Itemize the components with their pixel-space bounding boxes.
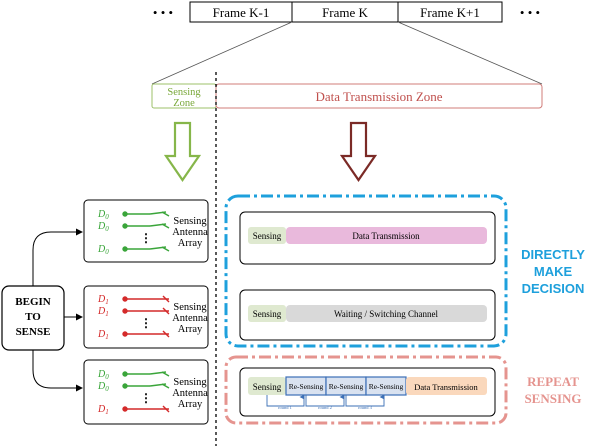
round-2-label: round 2 xyxy=(318,405,332,410)
antenna-switch-1a xyxy=(122,211,170,217)
antenna-array-label-1a: Sensing xyxy=(173,216,207,227)
antenna-array-box-3: D0 D0 D1 ⋮ Sensing Antenna Array xyxy=(83,359,209,425)
antenna-label-1c: D0 xyxy=(97,244,109,256)
row2-sensing-bar xyxy=(248,305,286,322)
sensing-zone-label-2: Zone xyxy=(173,98,195,109)
row2-sensing-label: Sensing xyxy=(253,309,282,319)
antenna-switch-1c xyxy=(122,246,170,252)
antenna-switch-3b xyxy=(122,383,170,389)
frame-next-cell xyxy=(397,1,503,23)
antenna-switch-2b xyxy=(122,307,170,315)
frame-ellipsis-left: • • • xyxy=(153,5,173,20)
direct-decision-group xyxy=(224,194,508,348)
antenna-switch-2c xyxy=(122,330,170,338)
begin-label-3: SENSE xyxy=(16,326,51,338)
begin-to-sense-box: BEGIN TO SENSE xyxy=(1,285,65,351)
frame-bar: • • • Frame K-1 Frame K Frame K+1 • • • xyxy=(153,1,540,23)
antenna-switch-3c xyxy=(122,405,170,413)
round-2-connector xyxy=(305,394,345,407)
repeat-sensing-label-1: REPEAT xyxy=(527,374,579,389)
zoom-line-left xyxy=(151,21,293,85)
antenna-switch-3a xyxy=(122,371,170,377)
antenna-label-3a: D0 xyxy=(97,369,109,381)
antenna-switch-1b xyxy=(122,223,170,229)
row1-sensing-bar xyxy=(248,227,286,244)
data-down-arrow xyxy=(339,121,378,182)
direct-decision-label-3: DECISION xyxy=(522,281,585,296)
sensing-zone-label-1: Sensing xyxy=(167,87,201,98)
connector-top xyxy=(32,228,83,286)
begin-label-1: BEGIN xyxy=(15,296,51,308)
row3-resensing-3-label: Re-Sensing xyxy=(369,382,404,391)
round-3-connector xyxy=(345,394,385,407)
antenna-label-2b: D1 xyxy=(97,306,109,318)
timeline-row-2: Sensing Waiting / Switching Channel xyxy=(239,289,496,341)
antenna-label-3b: D0 xyxy=(97,381,109,393)
antenna-dots-2: ⋮ xyxy=(140,316,152,330)
antenna-array-label-3a: Sensing xyxy=(173,377,207,388)
direct-decision-label-1: DIRECTLY xyxy=(521,247,585,262)
sensing-down-arrow xyxy=(163,121,202,182)
antenna-array-label-2c: Array xyxy=(178,324,203,335)
direct-decision-label-2: MAKE xyxy=(534,264,573,279)
antenna-label-2a: D1 xyxy=(97,294,109,306)
frame-next-label: Frame K+1 xyxy=(420,5,480,20)
antenna-array-label-2a: Sensing xyxy=(173,302,207,313)
row2-wait-bar xyxy=(286,305,487,322)
begin-label-2: TO xyxy=(25,311,41,323)
antenna-array-label-2b: Antenna xyxy=(172,313,208,324)
row3-data-tx-bar xyxy=(406,377,487,395)
repeat-sensing-label-2: SENSING xyxy=(524,391,581,406)
row1-data-tx-bar xyxy=(286,227,487,244)
row2-wait-label: Waiting / Switching Channel xyxy=(334,309,439,319)
antenna-array-label-3c: Array xyxy=(178,399,203,410)
connector-bottom xyxy=(32,350,83,392)
antenna-dots-3: ⋮ xyxy=(140,391,152,405)
data-zone-label: Data Transmission Zone xyxy=(315,89,442,104)
round-1-connector xyxy=(266,394,305,407)
row3-resensing-1-label: Re-Sensing xyxy=(289,382,324,391)
antenna-array-box-2: D1 D1 D1 ⋮ Sensing Antenna Array xyxy=(83,285,209,349)
frame-current-label: Frame K xyxy=(322,5,368,20)
row3-data-tx-label: Data Transmission xyxy=(414,382,478,392)
frame-ellipsis-right: • • • xyxy=(520,5,540,20)
antenna-label-2c: D1 xyxy=(97,329,109,341)
timeline-row-3: Sensing Re-Sensing Re-Sensing Re-Sensing… xyxy=(239,367,496,417)
antenna-array-label-1b: Antenna xyxy=(172,227,208,238)
antenna-array-label-1c: Array xyxy=(178,238,203,249)
antenna-array-box-1: D0 D0 D0 ⋮ Sensing Antenna Array xyxy=(83,199,209,263)
antenna-label-3c: D1 xyxy=(97,404,109,416)
row3-sensing-bar xyxy=(248,377,286,395)
antenna-array-label-3b: Antenna xyxy=(172,388,208,399)
row1-data-tx-label: Data Transmission xyxy=(352,231,420,241)
antenna-label-1b: D0 xyxy=(97,221,109,233)
round-3-label: round 3 xyxy=(358,405,373,410)
zoom-line-right xyxy=(397,21,543,85)
round-1-label: round 1 xyxy=(278,405,292,410)
zones-bar: Sensing Zone Data Transmission Zone xyxy=(151,83,543,109)
row3-resensing-2-label: Re-Sensing xyxy=(329,382,364,391)
frame-prev-label: Frame K-1 xyxy=(213,5,270,20)
antenna-switch-2a xyxy=(122,295,170,303)
timeline-row-1: Sensing Data Transmission xyxy=(239,211,496,265)
row3-sensing-label: Sensing xyxy=(253,382,282,392)
antenna-dots-1: ⋮ xyxy=(140,231,152,245)
row1-sensing-label: Sensing xyxy=(253,231,282,241)
antenna-label-1a: D0 xyxy=(97,209,109,221)
repeat-sensing-group xyxy=(224,355,508,425)
